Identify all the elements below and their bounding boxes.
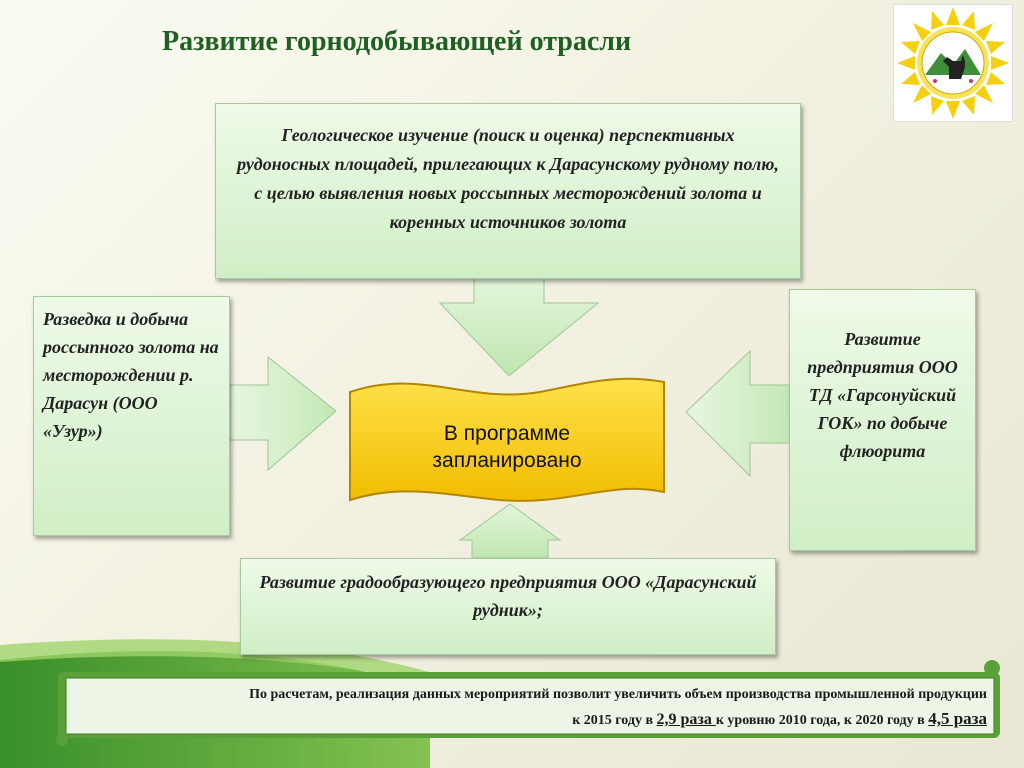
highlight-value-1: 2,9 раза [656, 711, 716, 728]
center-banner-text: В программе запланировано [350, 420, 664, 474]
sun-deer-emblem-icon [897, 7, 1009, 119]
highlight-value-2: 4,5 раза [928, 709, 987, 728]
logo [893, 4, 1013, 122]
note-part-1: к 2015 году в [572, 713, 657, 728]
center-line-1: В программе [443, 422, 571, 445]
center-line-2: запланировано [432, 449, 582, 472]
center-banner [349, 377, 665, 502]
bottom-box: Развитие градообразующего предприятия ОО… [240, 558, 776, 655]
arrow-right [229, 355, 337, 472]
note-part-2: к уровню 2010 года, к 2020 году в [715, 713, 929, 728]
arrow-down [438, 277, 600, 377]
arrow-left [685, 349, 791, 478]
arrow-up [458, 503, 562, 559]
note-line-2: к 2015 году в 2,9 раза к уровню 2010 год… [75, 707, 987, 733]
right-box: Развитие предприятия ООО ТД «Гарсонуйски… [789, 289, 976, 551]
bottom-note: По расчетам, реализация данных мероприят… [75, 683, 987, 733]
page-title: Развитие горнодобывающей отрасли [162, 26, 632, 57]
left-box: Разведка и добыча россыпного золота на м… [33, 296, 230, 536]
note-line-1: По расчетам, реализация данных мероприят… [249, 687, 987, 702]
top-box: Геологическое изучение (поиск и оценка) … [215, 103, 801, 279]
